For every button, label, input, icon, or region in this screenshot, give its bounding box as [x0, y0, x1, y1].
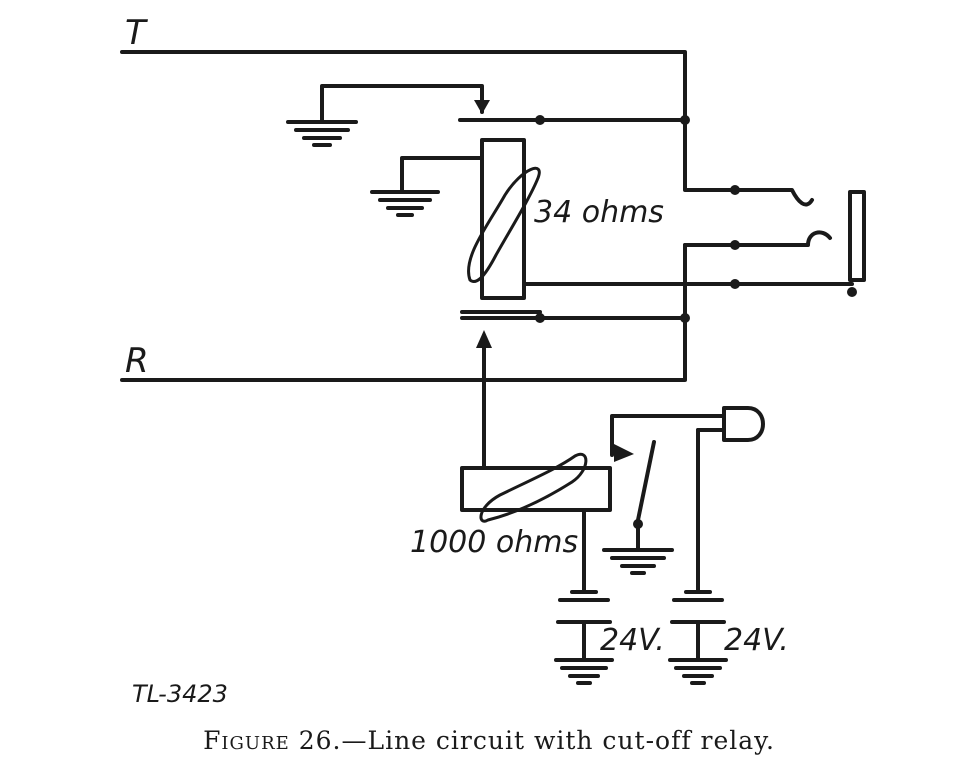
drawing-number: TL-3423: [132, 680, 228, 708]
ring-line-label: R: [125, 341, 149, 381]
battery-right: 24V.: [668, 590, 789, 685]
ground-top-left: [286, 84, 490, 147]
cutoff-relay-resistance: 34 ohms: [534, 195, 664, 230]
figure-caption-text: —Line circuit with cut-off relay.: [341, 726, 775, 755]
line-relay-resistance: 1000 ohms: [410, 525, 578, 560]
tip-line-label: T: [125, 13, 148, 53]
cutoff-relay: 34 ohms: [370, 138, 664, 300]
tip-line: T: [120, 13, 737, 192]
figure-number: Figure 26.: [203, 726, 342, 755]
battery-left-voltage: 24V.: [600, 623, 665, 658]
line-relay-armature: [476, 330, 492, 470]
ring-line: R: [120, 243, 690, 382]
line-lamp: [602, 406, 765, 592]
figure-caption: Figure 26.—Line circuit with cut-off rel…: [0, 726, 978, 755]
battery-right-voltage: 24V.: [724, 623, 789, 658]
battery-left: 24V.: [554, 508, 665, 685]
jack: [522, 185, 866, 297]
line-relay: 1000 ohms: [410, 452, 612, 560]
